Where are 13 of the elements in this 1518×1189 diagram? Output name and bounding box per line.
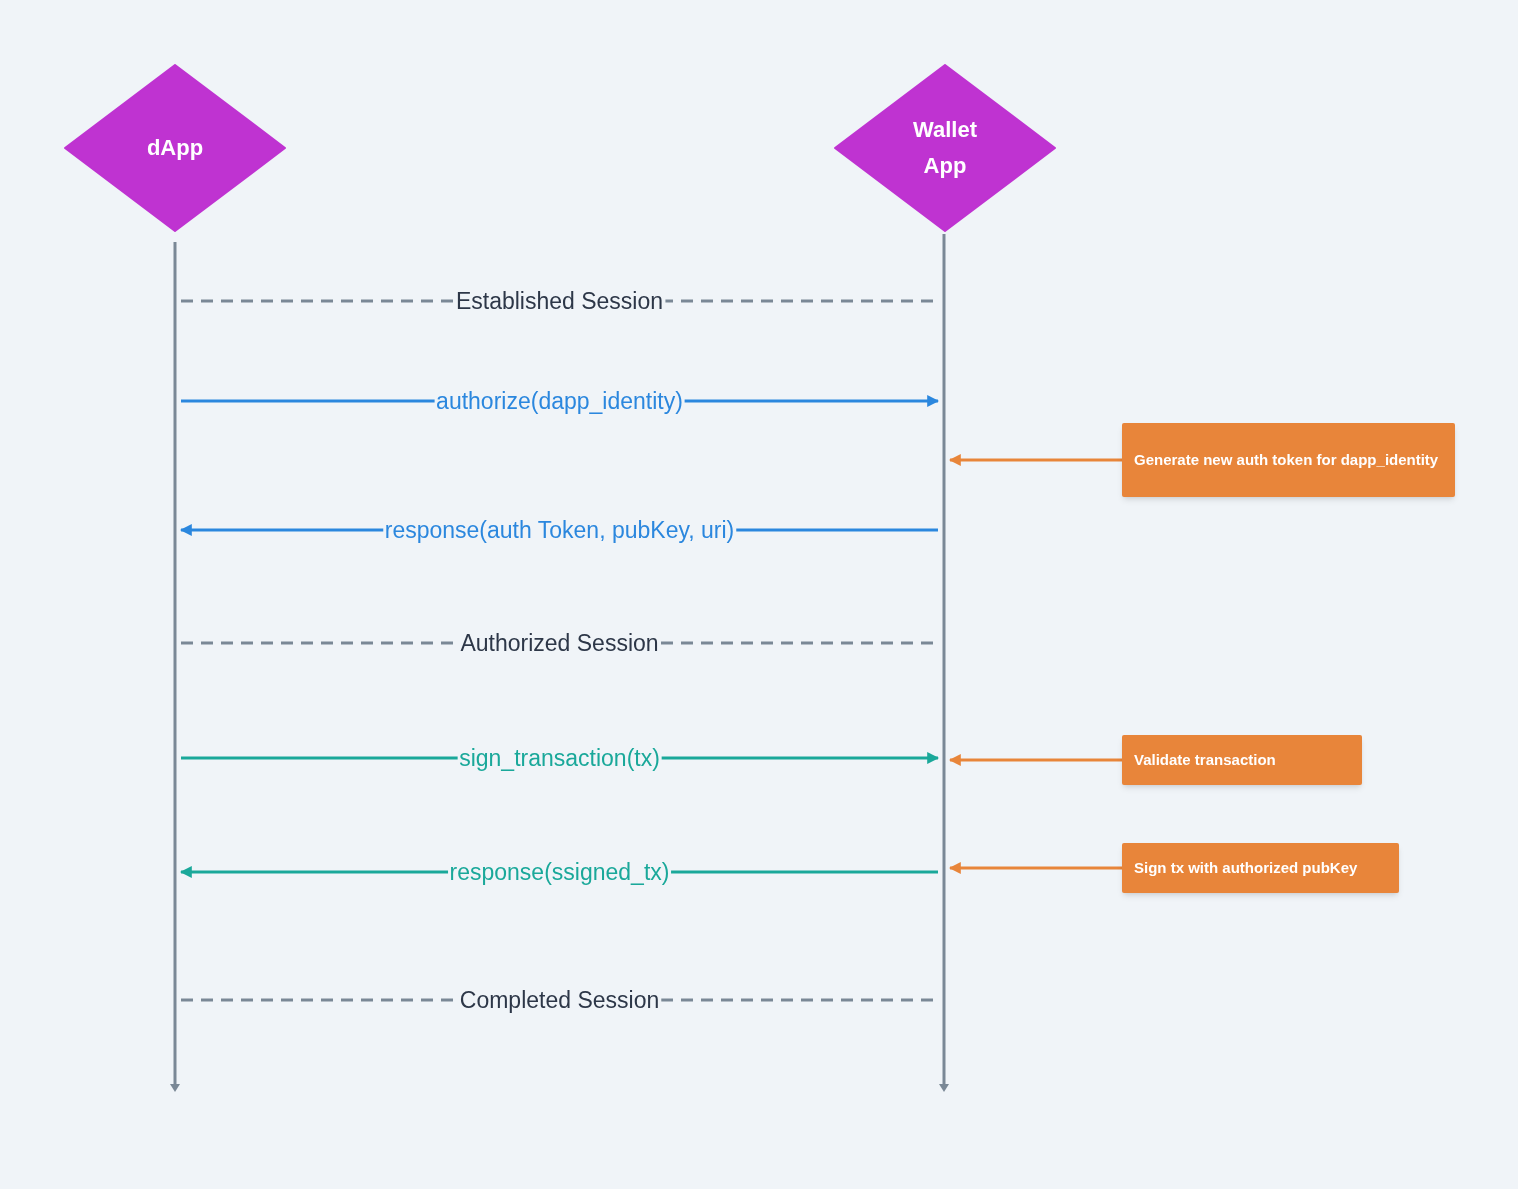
lifeline-arrow: [169, 242, 181, 1092]
arrow: [948, 754, 1122, 766]
note-box: [1122, 843, 1399, 893]
note-text: Validate transaction: [1134, 750, 1277, 770]
note-text: Sign tx with authorized pubKey: [1134, 858, 1359, 878]
node-label: Wallet App: [912, 116, 978, 180]
note-box: [1122, 423, 1455, 497]
node-label: dApp: [145, 134, 205, 162]
arrow: [948, 454, 1122, 466]
arrow: [948, 862, 1122, 874]
lifeline-arrow: [938, 234, 950, 1092]
note-text: Generate new auth token for dapp_identity: [1134, 450, 1440, 470]
note-box: [1122, 735, 1362, 785]
